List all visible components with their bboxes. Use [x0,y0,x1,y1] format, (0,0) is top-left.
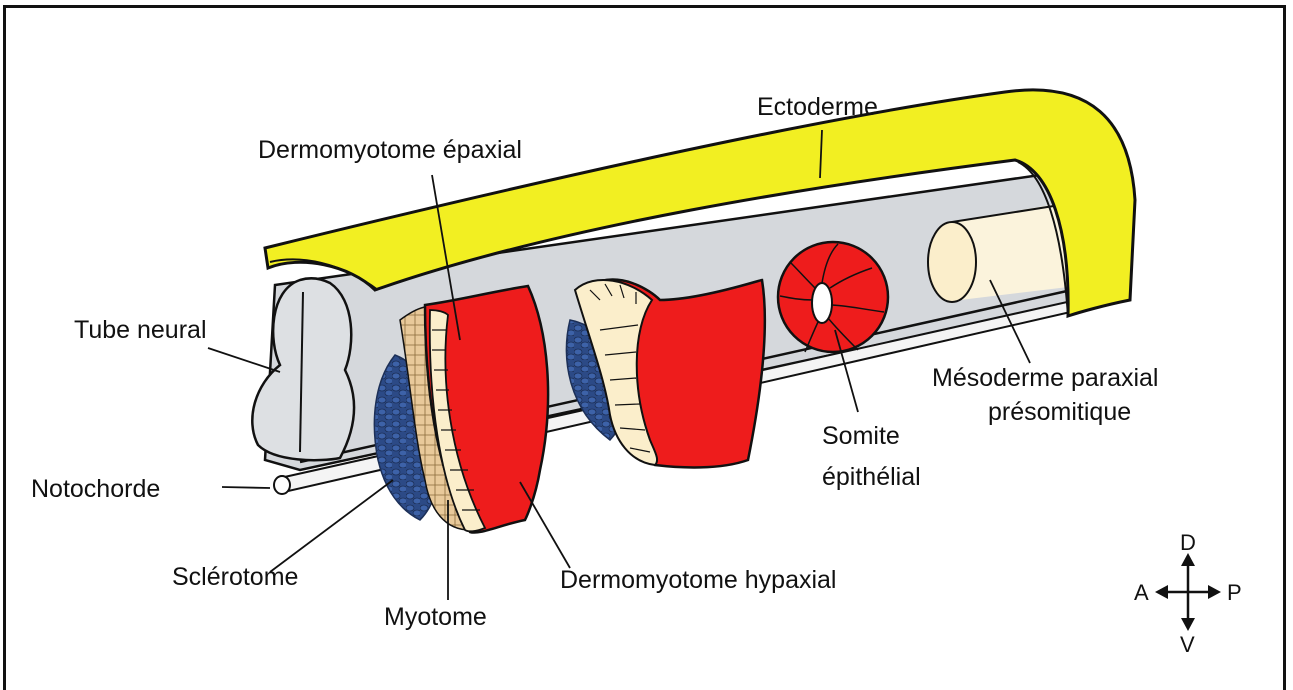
label-notochorde: Notochorde [31,475,160,503]
arrow-right-icon [1208,585,1221,599]
label-ectoderme: Ectoderme [757,93,878,121]
compass-posterior: P [1227,580,1242,605]
epithelial-somite [778,242,888,352]
label-somite-line2: épithélial [822,463,921,491]
leader-tube-neural [208,348,280,372]
leader-dermomyotome-hypaxial [520,482,570,568]
presomitic-mesoderm-face [928,222,976,302]
label-sclerotome: Sclérotome [172,563,298,591]
compass-anterior: A [1134,580,1149,605]
label-mesoderme-line1: Mésoderme paraxial [932,364,1159,392]
notochord-end [274,476,290,494]
leader-sclerotome [270,480,393,572]
label-tube-neural: Tube neural [74,316,207,344]
label-mesoderme-line2: présomitique [988,398,1131,426]
arrow-left-icon [1155,585,1168,599]
label-myotome: Myotome [384,603,487,631]
compass-dorsal: D [1180,530,1196,555]
label-somite-line1: Somite [822,422,900,450]
label-dermomyotome-hypaxial: Dermomyotome hypaxial [560,566,837,594]
leader-notochorde [222,487,270,488]
label-dermomyotome-epaxial: Dermomyotome épaxial [258,136,522,164]
compass-ventral: V [1180,632,1195,657]
orientation-compass [1155,553,1221,631]
arrow-down-icon [1181,618,1195,631]
somite-lumen [812,283,832,323]
